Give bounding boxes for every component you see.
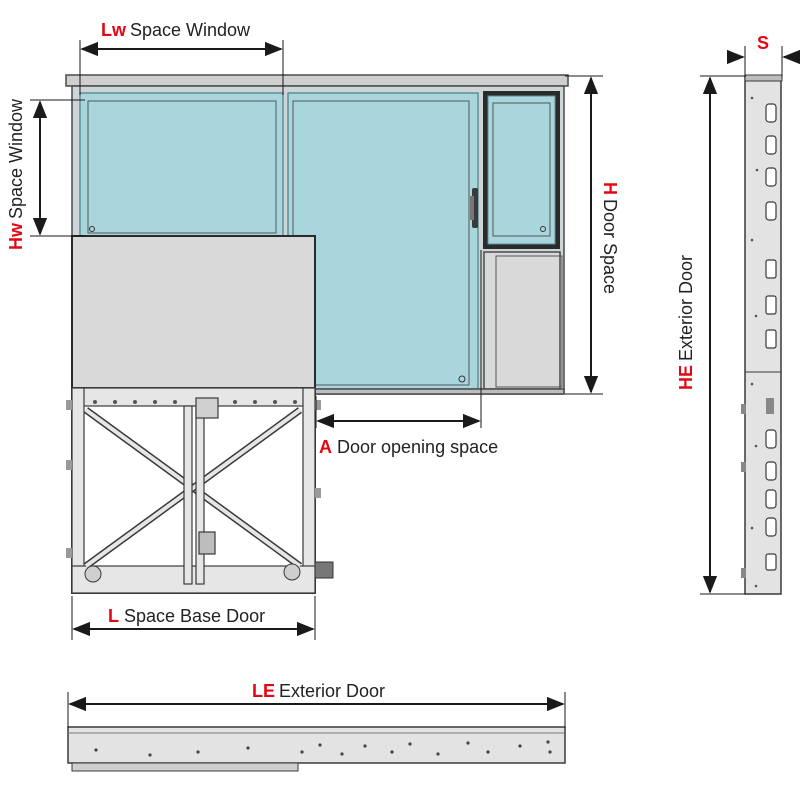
side-lower-panel-inner: [495, 255, 563, 388]
side-glass: [487, 95, 556, 245]
window-glass-inner: [87, 100, 277, 234]
window-pin: [89, 226, 95, 232]
profile-dots: [750, 96, 759, 588]
center-post-left: [183, 405, 193, 585]
side-glass-pin: [540, 226, 546, 232]
clip-left-2: [66, 460, 72, 470]
side-glass-inner: [492, 102, 551, 237]
base-door-structure: [66, 387, 334, 594]
latch-right: [314, 561, 334, 579]
top-rail-rivets: [93, 400, 297, 404]
header-bar: [65, 74, 569, 87]
base-right-post: [302, 387, 316, 594]
base-bottom-rail: [71, 565, 316, 594]
center-mech: [198, 531, 216, 555]
window-glass: [79, 92, 284, 237]
clip-right-1: [315, 400, 321, 410]
dimension-lines: [30, 40, 800, 728]
base-left-post: [71, 387, 85, 594]
profile-slots: [765, 103, 777, 571]
front-view: [65, 74, 569, 395]
center-lock-block: [195, 397, 219, 419]
door-pin: [458, 375, 466, 383]
hw-label: HwSpace Window: [6, 98, 26, 250]
profile-cap: [744, 74, 783, 82]
clip-left-3: [66, 548, 72, 558]
brace-2-core: [84, 408, 302, 568]
bottom-profile-dots: [94, 740, 552, 757]
roller-left: [84, 565, 102, 583]
side-profile: [741, 74, 783, 595]
window-cover-panel: [71, 235, 316, 389]
bottom-profile: [67, 726, 566, 772]
h-label: HDoor Space: [600, 182, 620, 294]
he-label: HEExterior Door: [676, 255, 696, 390]
side-lower-panel: [483, 251, 561, 390]
bottom-profile-rail: [71, 762, 299, 772]
profile-clips: [741, 398, 774, 578]
door-handle-plate: [470, 196, 474, 220]
door-glass: [287, 92, 479, 390]
base-top-rail: [71, 387, 316, 407]
center-post-right: [195, 405, 205, 585]
clip-left-1: [66, 400, 72, 410]
bottom-profile-body: [67, 726, 566, 764]
roller-right: [283, 563, 301, 581]
clip-right-2: [315, 488, 321, 498]
s-label: S: [757, 33, 769, 53]
